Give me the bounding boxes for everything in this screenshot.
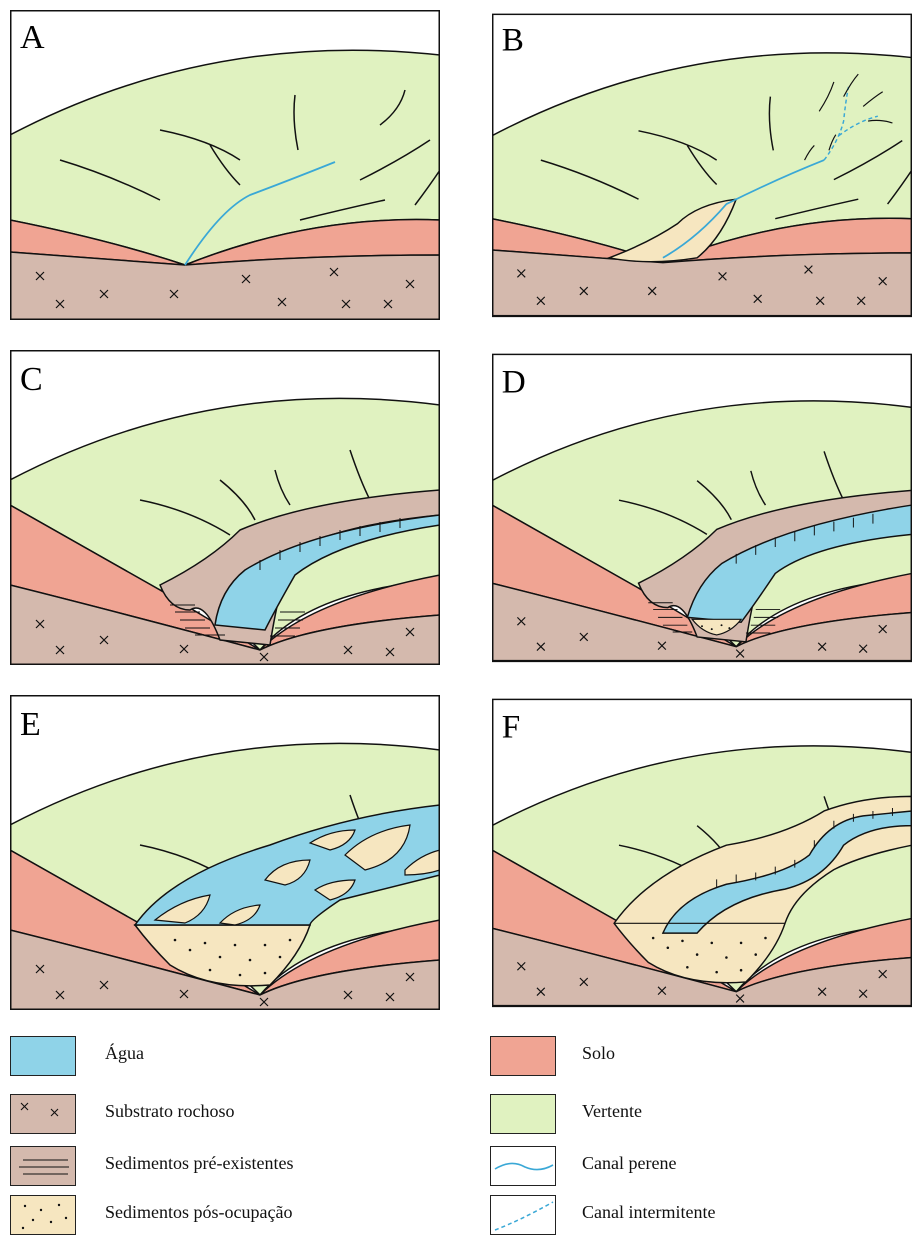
legend-label-vertente: Vertente: [582, 1101, 642, 1122]
vertente-swatch: [490, 1094, 556, 1134]
legend-item-substrato: [10, 1092, 76, 1136]
panel-d: D: [492, 350, 912, 665]
solo-swatch: [490, 1036, 556, 1076]
agua-swatch: [10, 1036, 76, 1076]
panel-label-b: B: [502, 22, 524, 59]
legend-item-sed-pos: [10, 1193, 76, 1237]
panel-label-f: F: [502, 709, 520, 746]
legend-label-sed-pos: Sedimentos pós-ocupação: [105, 1202, 292, 1223]
legend-item-canal-perene: [490, 1144, 556, 1188]
panel-label-d: D: [502, 364, 526, 401]
legend-item-canal-intermitente: [490, 1193, 556, 1237]
legend-label-canal-perene: Canal perene: [582, 1153, 676, 1174]
legend-label-agua: Água: [105, 1043, 144, 1064]
canal-perene-swatch: [490, 1146, 556, 1186]
panel-label-e: E: [20, 706, 41, 743]
legend-item-vertente: [490, 1092, 556, 1136]
substrato-swatch: [10, 1094, 76, 1134]
panel-c: C: [10, 350, 440, 665]
panel-f: F: [492, 695, 912, 1010]
sed-pre-swatch: [10, 1146, 76, 1186]
legend-label-canal-intermitente: Canal intermitente: [582, 1202, 715, 1223]
panel-b: B: [492, 10, 912, 320]
panel-a: A: [10, 10, 440, 320]
substrato-layer: [10, 252, 440, 320]
panel-label-a: A: [20, 19, 45, 56]
panel-label-c: C: [20, 361, 43, 398]
legend-item-agua: [10, 1034, 76, 1078]
panel-e: E: [10, 695, 440, 1010]
sed-pos-swatch: [10, 1195, 76, 1235]
legend-item-sed-pre: [10, 1144, 76, 1188]
legend-item-solo: [490, 1034, 556, 1078]
legend-label-substrato: Substrato rochoso: [105, 1101, 235, 1122]
canal-intermitente-swatch: [490, 1195, 556, 1235]
legend-label-sed-pre: Sedimentos pré-existentes: [105, 1153, 293, 1174]
legend-label-solo: Solo: [582, 1043, 615, 1064]
